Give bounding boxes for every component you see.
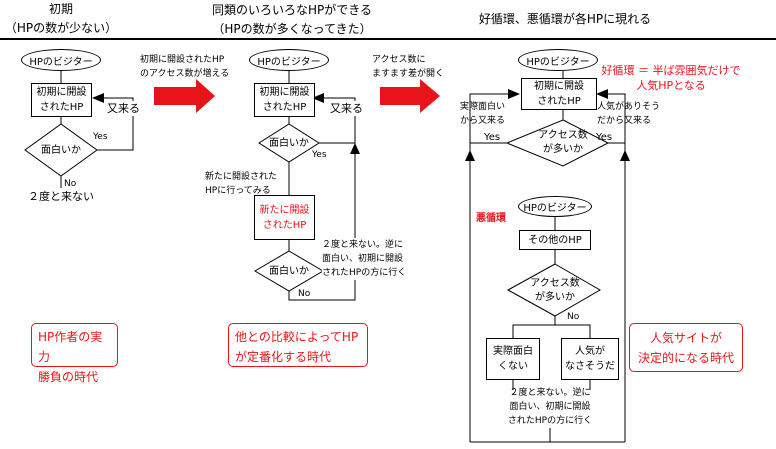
- col3-bad-visitor-label: HPのビジター: [523, 203, 587, 214]
- col2-return-note: ２度と来ない。逆に 面白い、初期に開設 されたHPの方に行く: [322, 238, 407, 280]
- col3-good-label-line1: 好循環 ＝ 半ば雰囲気だけで: [601, 64, 741, 77]
- col1-decision-label: 面白いか: [41, 144, 81, 156]
- col2-visitor-label: HPのビジター: [257, 56, 321, 68]
- col2-yes-label: Yes: [312, 150, 327, 160]
- col1-no-label: No: [64, 179, 77, 189]
- col2-visitor-node: HPのビジター: [249, 49, 329, 71]
- col3-good-decision-label: アクセス数が多いか: [528, 128, 598, 158]
- transition-caption-1-line2: のアクセス数が増える: [140, 69, 230, 79]
- col3-era-callout: 人気サイトが 決定的になる時代: [629, 323, 743, 372]
- col3-not-popular-box: 人気がなさそうだ: [561, 338, 619, 380]
- col3-good-hp-box: 初期に開設されたHP: [521, 78, 597, 110]
- col2-header-subtitle: （HPの数が多くなってきた）: [212, 22, 372, 36]
- col1-header-subtitle: （HPの数が少ない）: [4, 21, 118, 35]
- col1-visitor-label: HPのビジター: [29, 56, 93, 68]
- col3-other-hp-box: その他のHP: [519, 230, 591, 250]
- col2-box-line2: されたHP: [262, 102, 307, 113]
- col3-box-left-line2: くない: [498, 361, 528, 372]
- col3-box-right-line2: なさそうだ: [565, 361, 615, 372]
- col3-bad-return-line2: 面白い、初期に開設: [509, 402, 591, 412]
- col3-good-label-line2: 人気HPとなる: [636, 79, 706, 92]
- col3-bad-decision-line2: が多いか: [535, 292, 575, 303]
- col2-initial-hp-box: 初期に開設されたHP: [254, 83, 315, 117]
- col2-return-line3: されたHPの方に行く: [322, 268, 407, 278]
- col2-try-new-note: 新たに開設された HPに行ってみる: [205, 170, 277, 198]
- col3-header: 好循環、悪循環が各HPに現れる: [440, 10, 690, 29]
- col2-no-label: No: [298, 289, 311, 299]
- transition-caption-1: 初期に開設されたHP のアクセス数が増える: [140, 53, 229, 81]
- col1-header-title: 初期: [48, 2, 73, 16]
- col2-return-line1: ２度と来ない。逆に: [322, 240, 404, 250]
- transition-caption-2-line1: アクセス数に: [372, 55, 426, 65]
- col3-bad-decision-line1: アクセス数: [530, 278, 580, 289]
- col1-header: 初期 （HPの数が少ない）: [0, 0, 122, 38]
- col3-bad-return-line3: されたHPの方に行く: [507, 416, 593, 426]
- col3-left-note-line1: 実際面白い: [460, 102, 506, 112]
- col3-left-note-line2: から又来る: [460, 116, 506, 126]
- transition-arrow-1: [154, 79, 215, 113]
- col3-other-hp-label: その他のHP: [528, 234, 582, 246]
- col2-box-line1: 初期に開設: [259, 87, 310, 98]
- transition-caption-1-line1: 初期に開設されたHP: [140, 55, 225, 65]
- col3-header-title: 好循環、悪循環が各HPに現れる: [478, 12, 652, 26]
- col2-decision1-label: 面白いか: [269, 137, 309, 149]
- col2-header-title: 同類のいろいろなHPができる: [212, 3, 373, 17]
- col2-new-box-line1: 新たに開設: [259, 204, 310, 216]
- col1-box-line2: されたHP: [39, 102, 84, 113]
- col3-right-note-line1: 人気がありそう: [597, 102, 661, 112]
- transition-caption-2-line2: ますます差が開く: [372, 69, 445, 79]
- col2-try-new-line2: HPに行ってみる: [205, 186, 271, 196]
- col3-bad-visitor-node: HPのビジター: [518, 196, 592, 217]
- col3-bad-cycle-label: 悪循環: [476, 213, 506, 224]
- col3-good-decision-line1: アクセス数: [538, 130, 588, 141]
- col3-good-cycle-label: 好循環 ＝ 半ば雰囲気だけで 人気HPとなる: [596, 63, 746, 93]
- col3-good-visitor-node: HPのビジター: [518, 49, 598, 71]
- col2-try-new-line1: 新たに開設された: [205, 172, 278, 182]
- col2-new-box-line2: されたHP: [262, 219, 307, 231]
- col3-box-left-line1: 実際面白: [493, 346, 533, 357]
- col1-end-label: ２度と来ない: [28, 190, 94, 203]
- col3-yes-left-label: Yes: [484, 132, 501, 143]
- col2-new-hp-box: 新たに開設されたHP: [254, 195, 315, 240]
- col1-yes-label: Yes: [93, 132, 108, 142]
- col2-decision2-label: 面白いか: [269, 265, 309, 277]
- col3-good-box-line1: 初期に開設: [534, 81, 584, 92]
- transition-caption-2: アクセス数に ますます差が開く: [372, 53, 444, 81]
- col3-good-decision-line2: が多いか: [543, 144, 583, 155]
- col3-callout-line1: 人気サイトが: [649, 331, 722, 345]
- col3-yes-right-label: Yes: [596, 132, 613, 143]
- col1-again-label: 又来る: [107, 101, 140, 116]
- col3-bad-decision-label: アクセス数が多いか: [520, 276, 590, 306]
- col3-good-left-note: 実際面白い から又来る: [460, 100, 505, 128]
- col2-callout-line2: が定番化する時代: [235, 350, 332, 364]
- col3-right-note-line2: だから又来る: [597, 116, 652, 126]
- col3-good-right-note: 人気がありそう だから又来る: [597, 100, 660, 128]
- col1-callout-line2: 勝負の時代: [38, 370, 99, 384]
- col1-initial-hp-box: 初期に開設されたHP: [31, 83, 92, 117]
- col3-good-visitor-label: HPのビジター: [526, 56, 590, 68]
- col1-era-callout: HP作者の実力 勝負の時代: [31, 323, 118, 384]
- col2-era-callout: 他との比較によってHP が定番化する時代: [228, 323, 368, 367]
- col3-callout-line2: 決定的になる時代: [637, 351, 734, 365]
- col3-good-box-line2: されたHP: [537, 96, 581, 107]
- col2-again-label: 又来る: [330, 101, 363, 116]
- col1-callout-line1: HP作者の実力: [38, 330, 103, 364]
- col2-return-line2: 面白い、初期に開設: [322, 254, 404, 264]
- col3-box-right-line1: 人気が: [575, 346, 605, 357]
- transition-arrow-2: [380, 79, 440, 113]
- col1-return-arrowhead: [92, 93, 104, 103]
- col3-bad-return-note: ２度と来ない。逆に 面白い、初期に開設 されたHPの方に行く: [500, 386, 600, 428]
- col3-bad-return-line1: ２度と来ない。逆に: [509, 388, 591, 398]
- col3-not-interesting-box: 実際面白くない: [486, 338, 540, 380]
- col2-callout-line1: 他との比較によってHP: [235, 330, 359, 344]
- col1-box-line1: 初期に開設: [36, 87, 87, 98]
- col2-header: 同類のいろいろなHPができる （HPの数が多くなってきた）: [212, 1, 372, 39]
- col1-visitor-node: HPのビジター: [21, 49, 101, 71]
- col3-bad-no-label: No: [567, 312, 580, 322]
